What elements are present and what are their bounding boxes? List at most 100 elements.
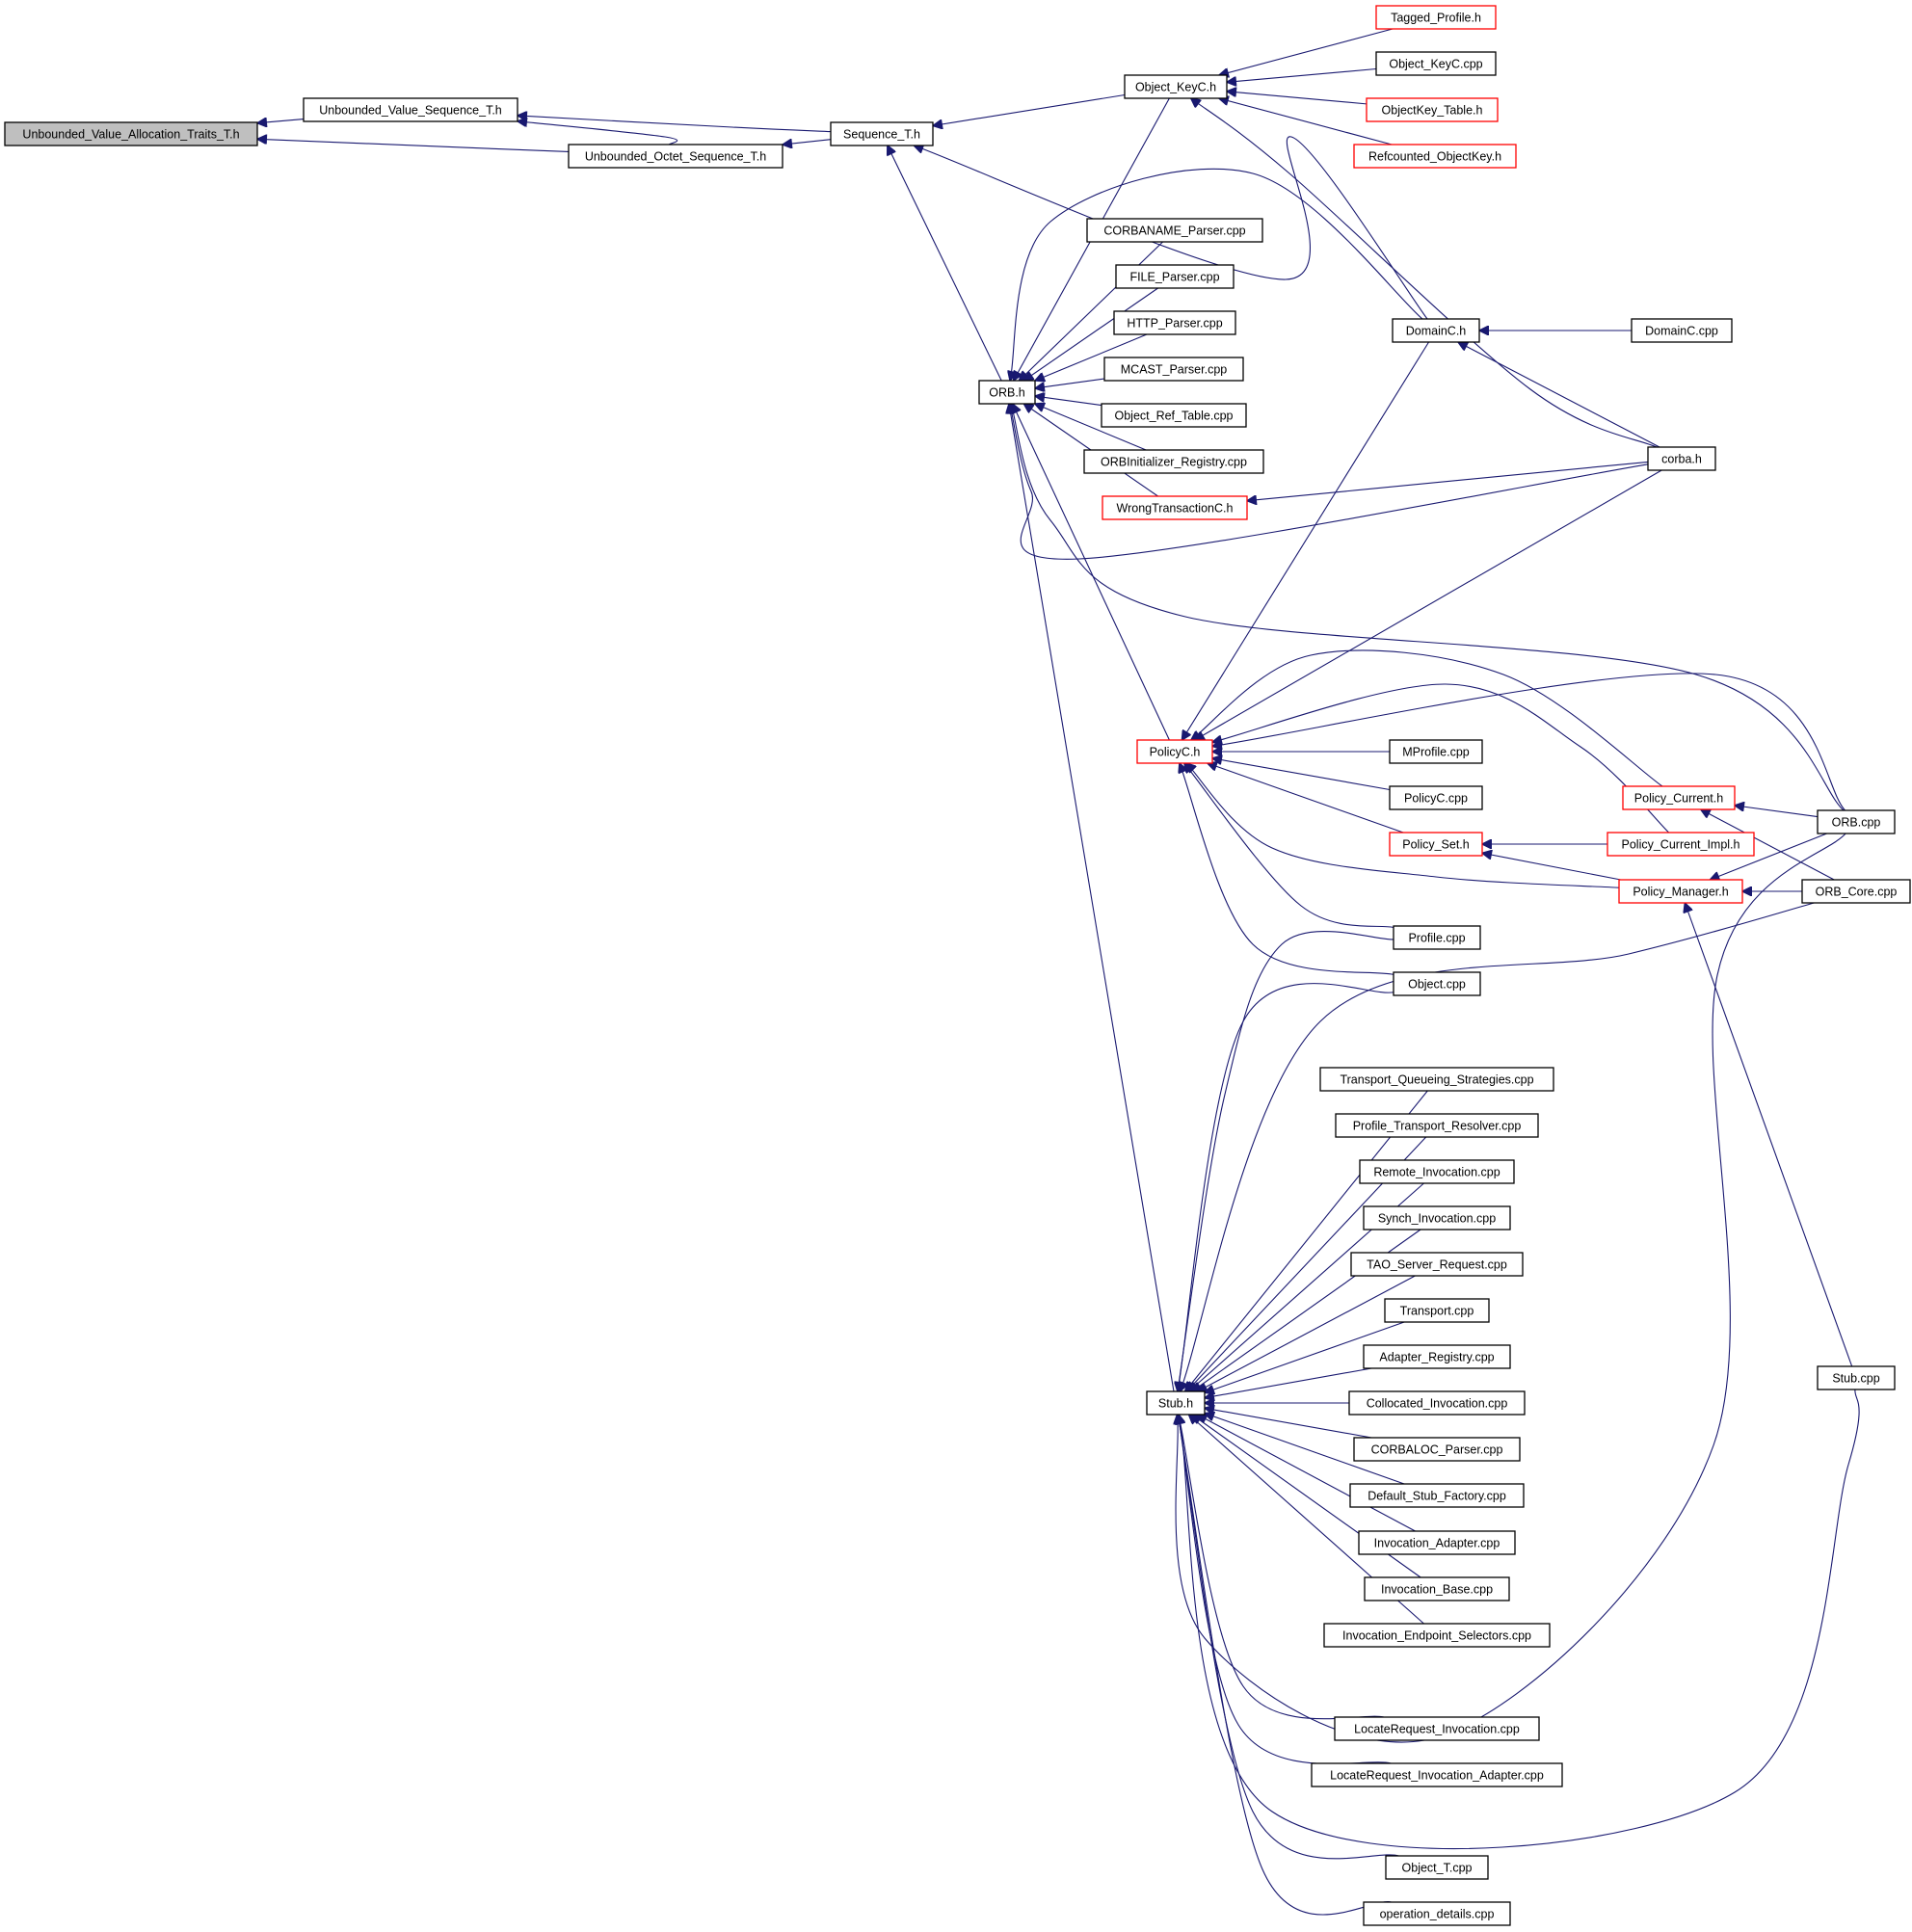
node-box[interactable] [1136, 739, 1213, 764]
node-box[interactable] [1323, 1623, 1551, 1648]
node-corbaloc[interactable]: CORBALOC_Parser.cpp [1353, 1437, 1521, 1462]
node-refok[interactable]: Refcounted_ObjectKey.h [1353, 144, 1517, 169]
node-box[interactable] [1375, 5, 1497, 30]
node-box[interactable] [1393, 925, 1481, 950]
node-box[interactable] [1334, 1716, 1540, 1741]
node-profilecpp[interactable]: Profile.cpp [1393, 925, 1481, 950]
node-box[interactable] [303, 97, 518, 122]
node-box[interactable] [1319, 1067, 1554, 1092]
node-objectt[interactable]: Object_T.cpp [1385, 1855, 1489, 1880]
node-box[interactable] [1817, 1365, 1896, 1390]
node-box[interactable] [1086, 218, 1263, 243]
node-box[interactable] [1359, 1159, 1515, 1184]
node-box[interactable] [1366, 97, 1499, 122]
node-box[interactable] [1389, 739, 1483, 764]
node-domainh[interactable]: DomainC.h [1392, 318, 1480, 343]
node-box[interactable] [1311, 1762, 1563, 1787]
node-stubh[interactable]: Stub.h [1146, 1390, 1206, 1416]
node-mcastparser[interactable]: MCAST_Parser.cpp [1103, 357, 1244, 382]
node-cnparser[interactable]: CORBANAME_Parser.cpp [1086, 218, 1263, 243]
node-policyset[interactable]: Policy_Set.h [1389, 832, 1483, 857]
node-lri[interactable]: LocateRequest_Invocation.cpp [1334, 1716, 1540, 1741]
node-corbah[interactable]: corba.h [1647, 446, 1716, 471]
node-box[interactable] [1389, 785, 1483, 810]
node-box[interactable] [1364, 1576, 1510, 1601]
node-box[interactable] [1389, 832, 1483, 857]
node-box[interactable] [1115, 264, 1235, 289]
node-box[interactable] [1349, 1483, 1525, 1508]
node-box[interactable] [1363, 1344, 1511, 1369]
node-box[interactable] [1358, 1530, 1516, 1555]
node-box[interactable] [1631, 318, 1733, 343]
node-box[interactable] [1350, 1252, 1524, 1277]
node-seq[interactable]: Sequence_T.h [830, 121, 934, 146]
node-collinv[interactable]: Collocated_Invocation.cpp [1348, 1390, 1526, 1416]
node-mprofile[interactable]: MProfile.cpp [1389, 739, 1483, 764]
node-orbh[interactable]: ORB.h [978, 380, 1036, 405]
node-box[interactable] [1146, 1390, 1206, 1416]
node-policycurrent[interactable]: Policy_Current.h [1622, 785, 1736, 810]
node-box[interactable] [830, 121, 934, 146]
node-orbcore[interactable]: ORB_Core.cpp [1801, 879, 1911, 904]
node-box[interactable] [1101, 403, 1247, 428]
node-pcurimpl[interactable]: Policy_Current_Impl.h [1607, 832, 1755, 857]
node-box[interactable] [1392, 318, 1480, 343]
node-box[interactable] [1618, 879, 1743, 904]
node-invadapter[interactable]: Invocation_Adapter.cpp [1358, 1530, 1516, 1555]
node-box[interactable] [1335, 1113, 1539, 1138]
node-okc[interactable]: Object_KeyC.h [1124, 74, 1228, 99]
node-box[interactable] [1393, 971, 1481, 996]
node-box[interactable] [1083, 449, 1264, 474]
node-wrongtx[interactable]: WrongTransactionC.h [1102, 495, 1248, 520]
node-box[interactable] [4, 121, 258, 146]
node-box[interactable] [1801, 879, 1911, 904]
node-box[interactable] [1102, 495, 1248, 520]
node-invbase[interactable]: Invocation_Base.cpp [1364, 1576, 1510, 1601]
node-oktable[interactable]: ObjectKey_Table.h [1366, 97, 1499, 122]
node-box[interactable] [1353, 144, 1517, 169]
node-taosr[interactable]: TAO_Server_Request.cpp [1350, 1252, 1524, 1277]
node-stubcpp[interactable]: Stub.cpp [1817, 1365, 1896, 1390]
node-policyccpp[interactable]: PolicyC.cpp [1389, 785, 1483, 810]
node-box[interactable] [568, 144, 783, 169]
node-transport[interactable]: Transport.cpp [1384, 1298, 1490, 1323]
node-box[interactable] [1124, 74, 1228, 99]
node-ptr[interactable]: Profile_Transport_Resolver.cpp [1335, 1113, 1539, 1138]
node-okccpp[interactable]: Object_KeyC.cpp [1375, 51, 1497, 76]
node-box[interactable] [1113, 310, 1236, 335]
node-domaincpp[interactable]: DomainC.cpp [1631, 318, 1733, 343]
node-box[interactable] [1817, 809, 1896, 834]
node-opdetails[interactable]: operation_details.cpp [1363, 1901, 1511, 1926]
node-fileparser[interactable]: FILE_Parser.cpp [1115, 264, 1235, 289]
node-synchinv[interactable]: Synch_Invocation.cpp [1363, 1205, 1511, 1231]
node-box[interactable] [1348, 1390, 1526, 1416]
node-dsf[interactable]: Default_Stub_Factory.cpp [1349, 1483, 1525, 1508]
node-box[interactable] [1363, 1205, 1511, 1231]
node-orbinit[interactable]: ORBInitializer_Registry.cpp [1083, 449, 1264, 474]
node-adapterreg[interactable]: Adapter_Registry.cpp [1363, 1344, 1511, 1369]
node-box[interactable] [1103, 357, 1244, 382]
node-box[interactable] [1607, 832, 1755, 857]
node-objreftable[interactable]: Object_Ref_Table.cpp [1101, 403, 1247, 428]
node-box[interactable] [1375, 51, 1497, 76]
node-root[interactable]: Unbounded_Value_Allocation_Traits_T.h [4, 121, 258, 146]
node-tagged[interactable]: Tagged_Profile.h [1375, 5, 1497, 30]
node-orbcpp[interactable]: ORB.cpp [1817, 809, 1896, 834]
node-uos[interactable]: Unbounded_Octet_Sequence_T.h [568, 144, 783, 169]
node-policych[interactable]: PolicyC.h [1136, 739, 1213, 764]
node-tqs[interactable]: Transport_Queueing_Strategies.cpp [1319, 1067, 1554, 1092]
node-box[interactable] [1647, 446, 1716, 471]
node-box[interactable] [1622, 785, 1736, 810]
node-box[interactable] [1363, 1901, 1511, 1926]
node-box[interactable] [1384, 1298, 1490, 1323]
node-httpparser[interactable]: HTTP_Parser.cpp [1113, 310, 1236, 335]
node-objectcpp[interactable]: Object.cpp [1393, 971, 1481, 996]
node-ies[interactable]: Invocation_Endpoint_Selectors.cpp [1323, 1623, 1551, 1648]
node-box[interactable] [1353, 1437, 1521, 1462]
node-box[interactable] [978, 380, 1036, 405]
node-box[interactable] [1385, 1855, 1489, 1880]
node-lria[interactable]: LocateRequest_Invocation_Adapter.cpp [1311, 1762, 1563, 1787]
node-uvs[interactable]: Unbounded_Value_Sequence_T.h [303, 97, 518, 122]
node-policymgr[interactable]: Policy_Manager.h [1618, 879, 1743, 904]
node-remoteinv[interactable]: Remote_Invocation.cpp [1359, 1159, 1515, 1184]
